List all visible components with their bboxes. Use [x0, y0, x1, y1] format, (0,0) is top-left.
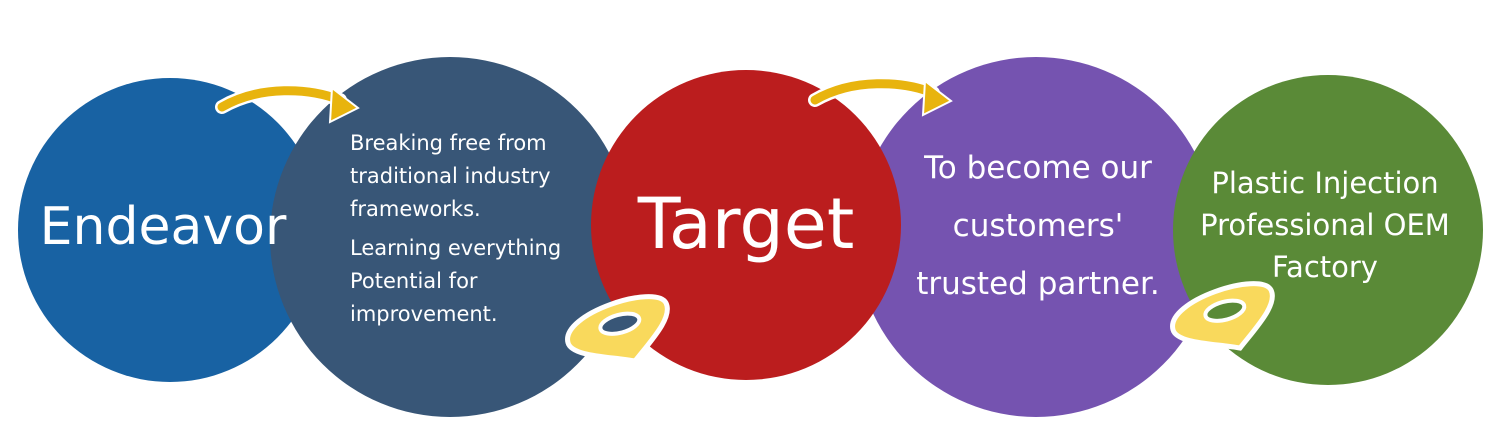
partner-circle	[856, 57, 1216, 417]
description-line: frameworks.	[350, 197, 481, 221]
factory-line: Factory	[1272, 250, 1378, 284]
partner-line: trusted partner.	[916, 266, 1160, 302]
partner-line: customers'	[953, 208, 1124, 244]
arrow-icon	[215, 83, 360, 124]
description-line: improvement.	[350, 302, 498, 326]
partner-line: To become our	[923, 150, 1152, 186]
description-line: Potential for	[350, 269, 478, 293]
partner-text: To become our customers' trusted partner…	[916, 150, 1160, 302]
factory-line: Plastic Injection	[1211, 166, 1438, 200]
description-line: Breaking free from	[350, 131, 547, 155]
factory-line: Professional OEM	[1200, 208, 1450, 242]
description-text: Breaking free from traditional industry …	[350, 131, 561, 326]
target-title: Target	[637, 183, 855, 265]
location-pin-icon	[1170, 281, 1275, 351]
description-line: Learning everything	[350, 236, 561, 260]
description-circle	[270, 57, 630, 417]
arrow-icon	[808, 76, 953, 117]
factory-text: Plastic Injection Professional OEM Facto…	[1200, 166, 1450, 284]
location-pin-icon	[565, 294, 670, 364]
description-line: traditional industry	[350, 164, 551, 188]
endeavor-title: Endeavor	[40, 197, 287, 257]
endeavor-circle	[18, 78, 322, 382]
